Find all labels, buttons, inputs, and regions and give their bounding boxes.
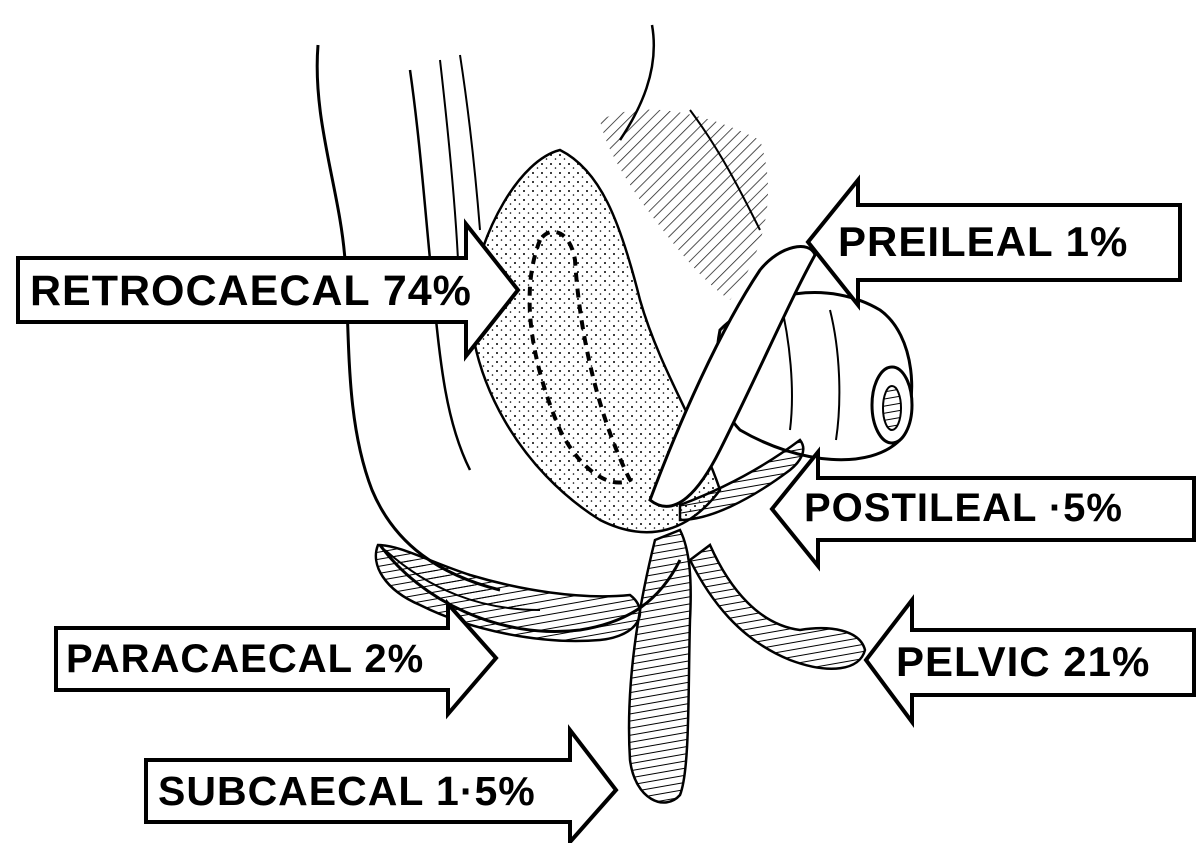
subcaecal-label: SUBCAECAL 1·5% (158, 771, 536, 812)
pelvic-label: PELVIC 21% (896, 641, 1150, 683)
paracaecal-label: PARACAECAL 2% (66, 639, 424, 679)
postileal-label: POSTILEAL ·5% (804, 488, 1123, 528)
retrocaecal-label: RETROCAECAL 74% (30, 270, 472, 313)
preileal-label: PREILEAL 1% (838, 221, 1128, 263)
